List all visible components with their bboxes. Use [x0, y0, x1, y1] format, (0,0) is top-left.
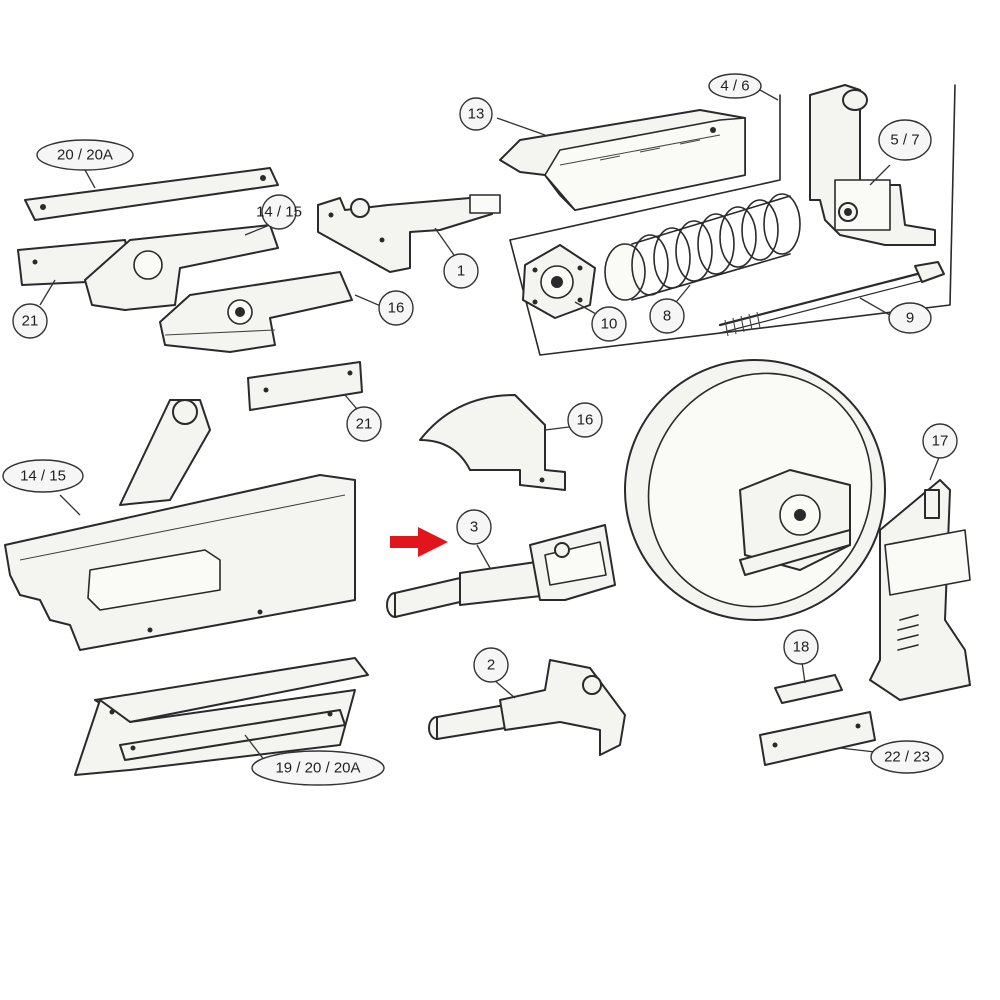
callout-4-6: 4 / 6: [708, 73, 762, 99]
callout-5-7: 5 / 7: [878, 119, 932, 161]
part-21-plate-mid: [247, 361, 363, 411]
callout-label: 20 / 20A: [57, 147, 113, 164]
part-18-block: [774, 674, 843, 704]
callout-label: 8: [663, 308, 671, 325]
callout-label: 21: [22, 313, 39, 330]
callout-label: 1: [457, 263, 465, 280]
callout-label: 16: [577, 412, 594, 429]
part-12-13-assembly: [17, 224, 353, 353]
callout-label: 14 / 15: [20, 468, 66, 485]
callout-label: 21: [356, 416, 373, 433]
part-14-15-frame: [4, 399, 356, 651]
callout-label: 17: [932, 433, 949, 450]
callout-20-20a: 20 / 20A: [36, 139, 134, 171]
callout-17: 17: [922, 423, 958, 459]
part-8-spring: [604, 193, 801, 301]
callout-label: 16: [388, 300, 405, 317]
highlight-arrow-icon: [390, 527, 448, 557]
callout-label: 22 / 23: [884, 749, 930, 766]
callout-label: 4 / 6: [720, 78, 749, 95]
part-17-tensioner: [869, 479, 971, 701]
callout-3: 3: [456, 509, 492, 545]
callout-label: 2: [487, 657, 495, 674]
callout-label: 18: [793, 639, 810, 656]
part-10-flange: [522, 244, 596, 319]
callout-13: 16: [378, 290, 414, 326]
idler-wheel: [624, 359, 886, 621]
callout-14-15: 14 / 15: [2, 459, 84, 493]
callout-label: 9: [906, 310, 914, 327]
callout-21-left: 21: [12, 303, 48, 339]
callout-9: 9: [888, 302, 932, 334]
callout-22-23: 22 / 23: [870, 740, 944, 774]
part-20-plate-top: [24, 167, 279, 221]
part-16-shield: [419, 394, 566, 491]
callout-12: 14 / 15: [256, 194, 302, 230]
part-3-yoke-shaft: [386, 524, 616, 618]
part-19-rail: [74, 657, 369, 776]
part-22-23-plate: [759, 711, 876, 766]
callout-label: 14 / 15: [256, 204, 302, 221]
callout-11: 13: [459, 97, 493, 131]
callout-18: 18: [783, 629, 819, 665]
callout-19-20-20a: 19 / 20 / 20A: [251, 750, 385, 786]
callout-label: 19 / 20 / 20A: [275, 760, 360, 777]
callout-8: 8: [649, 298, 685, 334]
callout-label: 3: [470, 519, 478, 536]
callout-21-mid: 21: [346, 406, 382, 442]
part-11-guard: [499, 109, 746, 211]
callout-2: 2: [473, 647, 509, 683]
part-1-arm: [317, 194, 501, 273]
part-5-7-bracket: [809, 84, 936, 246]
callout-label: 13: [468, 106, 485, 123]
part-2-yoke: [428, 659, 626, 756]
part-9-bolt: [718, 261, 945, 337]
callout-label: 5 / 7: [890, 132, 919, 149]
callout-1: 1: [443, 253, 479, 289]
callout-label: 10: [601, 316, 618, 333]
callout-10: 10: [591, 306, 627, 342]
callout-16: 16: [567, 402, 603, 438]
